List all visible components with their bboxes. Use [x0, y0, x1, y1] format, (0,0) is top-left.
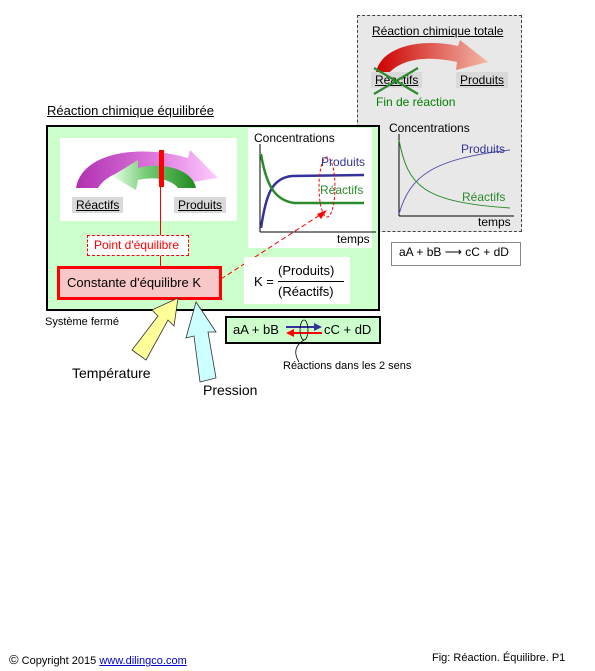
both-directions-label: Réactions dans les 2 sens: [283, 360, 412, 372]
total-graph-xlabel: temps: [478, 215, 511, 229]
equilibrium-connector: [160, 187, 161, 267]
equilibrium-series-products: Produits: [321, 155, 366, 169]
cross-out-icon: [373, 67, 419, 95]
equation-right: cC + dD: [324, 322, 372, 337]
closed-system-label: Système fermé: [45, 316, 119, 328]
figure-label: Fig: Réaction. Équilibre. P1: [432, 652, 566, 664]
copyright-symbol: ©: [9, 652, 19, 667]
total-graph-ylabel: Concentrations: [389, 121, 470, 135]
equilibrium-point-label: Point d'équilibre: [94, 238, 180, 252]
pressure-label: Pression: [203, 382, 258, 398]
constant-to-graph-arrow: [220, 210, 327, 280]
equilibrium-constant-box: [57, 266, 222, 300]
k-formula-denominator: (Réactifs): [278, 284, 334, 299]
k-formula-label: K =: [254, 274, 274, 289]
end-of-reaction-label: Fin de réaction: [376, 95, 456, 109]
k-formula-box: [244, 257, 350, 304]
pressure-arrow: [185, 301, 217, 383]
equilibrium-reactants-label: Réactifs: [72, 197, 124, 213]
equilibrium-constant-label: Constante d'équilibre K: [67, 275, 202, 290]
equilibrium-title: Réaction chimique équilibrée: [47, 103, 214, 118]
equilibrium-point-box: [87, 235, 189, 256]
total-reaction-arrow: [376, 40, 488, 72]
equilibrium-graph-box: [248, 128, 372, 248]
equilibrium-graph-xlabel: temps: [337, 232, 370, 246]
copyright: © Copyright 2015 www.dilingco.com: [9, 652, 187, 667]
equilibrium-products-label: Produits: [174, 197, 227, 213]
total-reactants-curve: [398, 139, 511, 209]
equation-left: aA + bB: [233, 322, 279, 337]
bidirectional-arrows: [76, 150, 218, 190]
total-reaction-title: Réaction chimique totale: [372, 24, 504, 38]
factor-arrows: [131, 297, 217, 383]
equilibrium-reactants-curve: [259, 153, 364, 205]
both-directions-leader: [295, 339, 305, 363]
copyright-text: Copyright 2015: [21, 655, 97, 667]
k-formula-fraction-bar: [278, 281, 344, 282]
equilibrium-region-ellipse: [318, 156, 336, 218]
equilibrium-bar: [159, 150, 164, 187]
equilibrium-series-reactants: Réactifs: [320, 183, 364, 197]
total-equation-box: [391, 242, 521, 266]
copyright-link[interactable]: www.dilingco.com: [99, 655, 187, 667]
total-series-reactants: Réactifs: [462, 190, 506, 204]
temperature-label: Température: [72, 365, 151, 381]
total-series-products: Produits: [461, 142, 506, 156]
k-formula-numerator: (Produits): [278, 263, 335, 278]
total-products-label: Produits: [456, 72, 509, 88]
equilibrium-concentration-graph: [259, 144, 376, 233]
total-products-curve: [398, 149, 511, 215]
temperature-arrow: [131, 297, 179, 361]
total-equation: aA + bB ⟶ cC + dD: [399, 245, 509, 259]
equilibrium-graph-ylabel: Concentrations: [254, 131, 335, 145]
total-concentration-graph: [398, 134, 514, 217]
